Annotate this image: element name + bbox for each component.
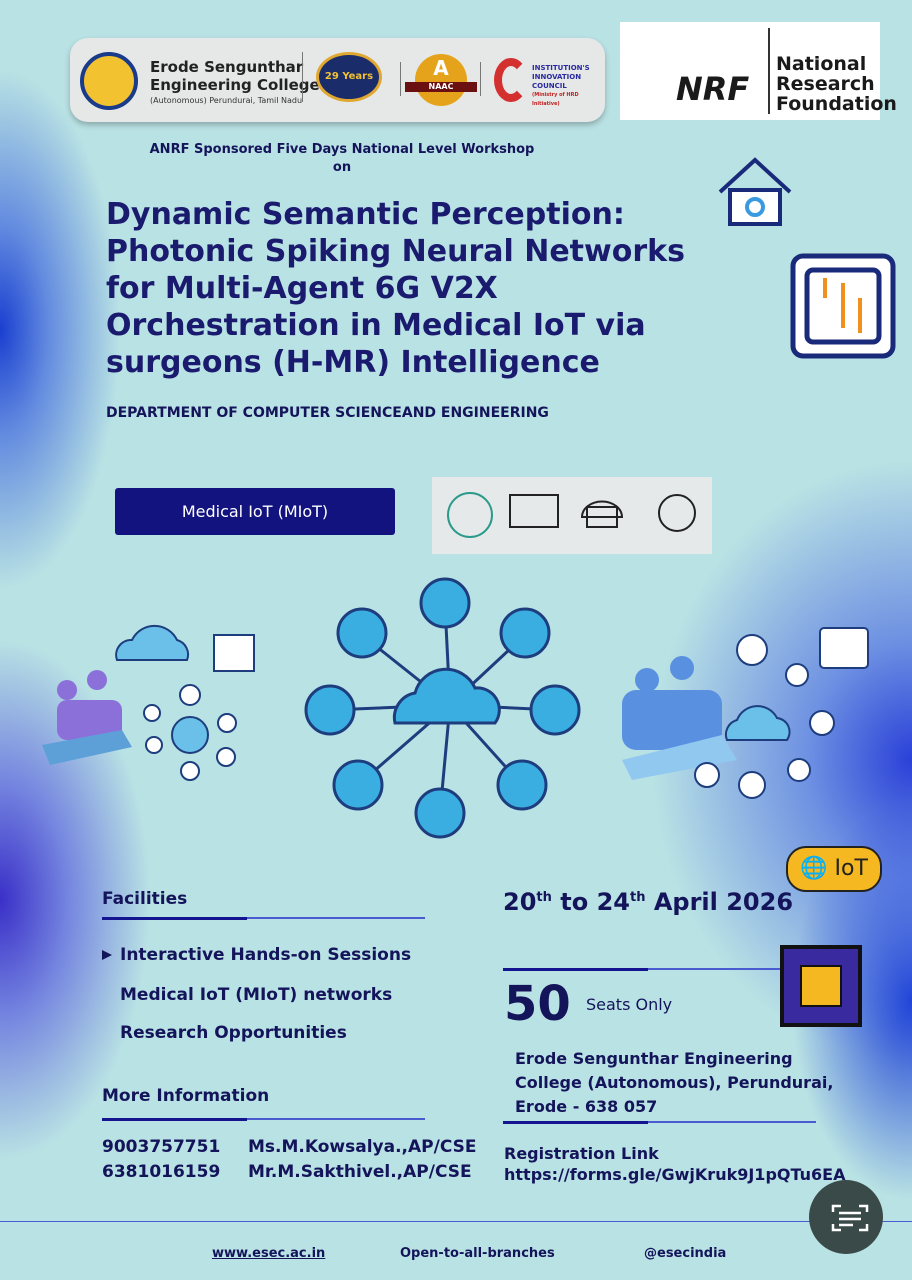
more-info-heading: More Information: [102, 1086, 270, 1106]
social-handle[interactable]: @esecindia: [644, 1246, 727, 1261]
years-badge: 29 Years: [316, 52, 382, 102]
branches-text: Open-to-all-branches: [400, 1246, 555, 1261]
bullet-icon: [102, 950, 112, 960]
contact-phone[interactable]: 9003757751: [102, 1137, 221, 1157]
more-info-rule: [102, 1118, 425, 1121]
seats-count: 50: [504, 976, 571, 1032]
lens-scan-button[interactable]: [809, 1180, 883, 1254]
smart-home-icon: [718, 157, 792, 226]
seats-label: Seats Only: [586, 995, 673, 1014]
college-name-line1: Erode Sengunthar: [150, 58, 304, 76]
footer-rule: [0, 1221, 912, 1222]
facilities-rule: [102, 917, 425, 920]
contact-phone[interactable]: 6381016159: [102, 1162, 221, 1182]
processor-chip-icon: [790, 253, 896, 359]
registration-link[interactable]: https://forms.gle/GwjKruk9J1pQTu6EA: [504, 1165, 846, 1184]
naac-badge: A NAAC: [405, 54, 477, 106]
contact-name: Ms.M.Kowsalya.,AP/CSE: [248, 1137, 477, 1157]
college-emblem-icon: [80, 52, 138, 110]
iot-speech-bubble: 🌐 IoT: [786, 846, 882, 892]
scan-text-icon: [831, 1204, 869, 1232]
college-name-line2: Engineering College: [150, 76, 320, 94]
chip-robot-icon: [780, 945, 862, 1027]
college-logo-bar: Erode Sengunthar Engineering College (Au…: [70, 38, 605, 122]
seats-rule: [503, 968, 803, 971]
workshop-title: Dynamic Semantic Perception: Photonic Sp…: [106, 197, 685, 380]
facility-item: Medical IoT (MIoT) networks: [120, 985, 393, 1005]
facility-item: Research Opportunities: [120, 1023, 347, 1043]
iot-icons-strip: [432, 477, 712, 554]
registration-label: Registration Link: [504, 1144, 659, 1163]
contact-name: Mr.M.Sakthivel.,AP/CSE: [248, 1162, 472, 1182]
event-dates: 20th to 24th April 2026: [503, 888, 794, 916]
department: DEPARTMENT OF COMPUTER SCIENCEAND ENGINE…: [106, 405, 549, 421]
facility-item: Interactive Hands-on Sessions: [120, 945, 412, 965]
medical-iot-hub-illustration: [304, 577, 581, 839]
website-link[interactable]: www.esec.ac.in: [212, 1246, 326, 1261]
surgeons-right-illustration: [622, 627, 869, 799]
venue-rule: [503, 1121, 816, 1124]
sponsor-line: ANRF Sponsored Five Days National Level …: [149, 142, 535, 175]
surgeons-left-illustration: [42, 624, 255, 781]
iic-logo-icon: [494, 58, 528, 102]
facilities-heading: Facilities: [102, 889, 188, 909]
medical-iot-tag: Medical IoT (MIoT): [115, 488, 395, 535]
college-subtitle: (Autonomous) Perundurai, Tamil Nadu: [150, 96, 303, 105]
college-name: Erode Sengunthar Engineering College: [150, 58, 320, 94]
